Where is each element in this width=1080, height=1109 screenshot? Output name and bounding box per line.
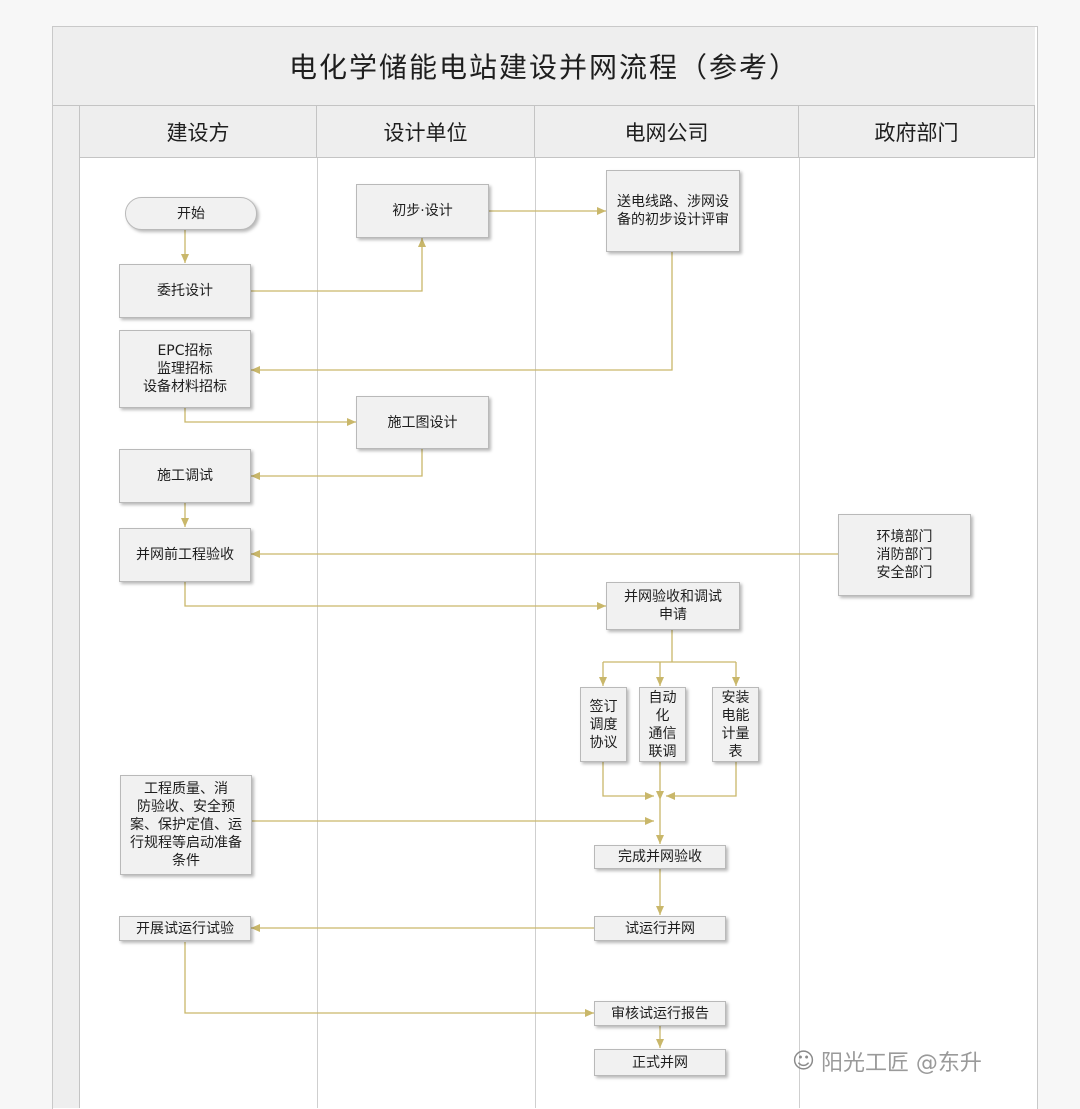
lane-header-grid-company: 电网公司: [535, 106, 799, 158]
grid-acceptance-application-node: 并网验收和调试 申请: [606, 582, 740, 630]
government-departments-node: 环境部门 消防部门 安全部门: [838, 514, 971, 596]
pool-left-strip: [53, 106, 80, 1108]
prelim-design-node: 初步·设计: [356, 184, 489, 238]
watermark: ☺ 阳光工匠 @东升: [792, 1045, 982, 1077]
startup-conditions-node: 工程质量、消 防验收、安全预 案、保护定值、运 行规程等启动准备 条件: [120, 775, 252, 875]
tendering-node: EPC招标 监理招标 设备材料招标: [119, 330, 251, 408]
automation-comm-joint-debug-node: 自动 化 通信 联调: [639, 687, 686, 762]
lane-divider: [535, 158, 536, 1108]
trial-grid-connection-node: 试运行并网: [594, 916, 726, 941]
diagram-title: 电化学储能电站建设并网流程（参考）: [53, 27, 1035, 106]
complete-grid-acceptance-node: 完成并网验收: [594, 845, 726, 869]
commission-design-node: 委托设计: [119, 264, 251, 318]
construction-debug-node: 施工调试: [119, 449, 251, 503]
start-node: 开始: [125, 197, 257, 230]
lane-divider: [799, 158, 800, 1108]
lane-divider: [317, 158, 318, 1108]
pre-grid-acceptance-node: 并网前工程验收: [119, 528, 251, 582]
review-trial-report-node: 审核试运行报告: [594, 1001, 726, 1026]
lane-header-designer: 设计单位: [317, 106, 535, 158]
trial-run-test-node: 开展试运行试验: [119, 916, 251, 941]
grid-review-node: 送电线路、涉网设 备的初步设计评审: [606, 170, 740, 252]
lane-header-builder: 建设方: [80, 106, 317, 158]
formal-grid-connection-node: 正式并网: [594, 1049, 726, 1076]
construction-design-node: 施工图设计: [356, 396, 489, 449]
watermark-text: 阳光工匠 @东升: [820, 1051, 982, 1076]
sign-dispatch-agreement-node: 签订 调度 协议: [580, 687, 627, 762]
wechat-icon: ☺: [792, 1048, 815, 1074]
lane-header-government: 政府部门: [799, 106, 1035, 158]
install-energy-meter-node: 安装 电能 计量 表: [712, 687, 759, 762]
